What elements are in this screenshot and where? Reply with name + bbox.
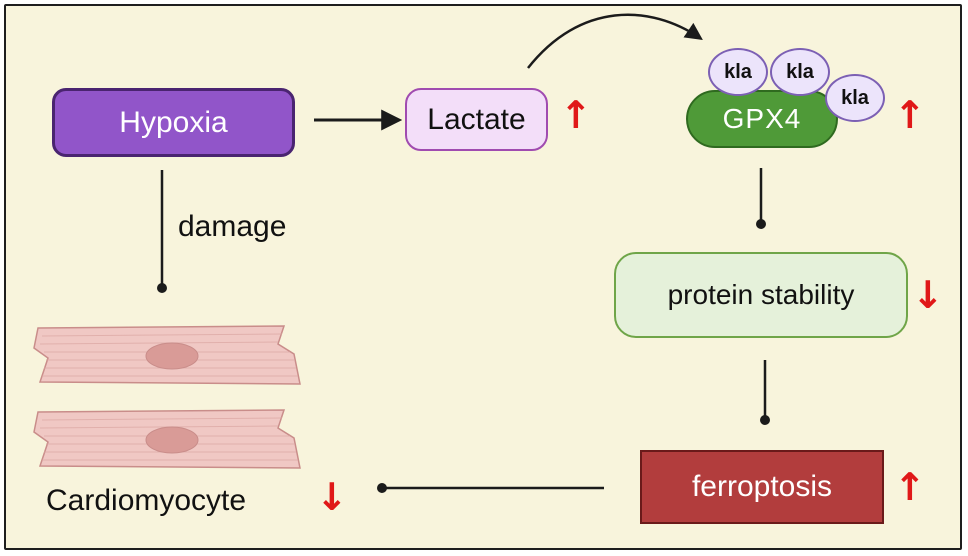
lactate-node: Lactate xyxy=(405,88,548,151)
lactate-increase-arrow-icon: ↑ xyxy=(560,93,592,137)
hypoxia-damage-dot xyxy=(157,283,167,293)
gpx4-label: GPX4 xyxy=(722,103,802,134)
protein-stability-label: protein stability xyxy=(667,279,855,310)
gpx4-increase-arrow-icon: ↑ xyxy=(894,93,926,137)
hypoxia-label: Hypoxia xyxy=(119,105,228,139)
kla-modification-bubble: kla xyxy=(825,74,885,122)
stability-decrease-arrow-icon: ↓ xyxy=(912,273,944,317)
damage-edge-label: damage xyxy=(178,210,287,243)
kla-modification-bubble: kla xyxy=(708,48,768,96)
lactate-to-gpx4-arrow xyxy=(527,13,703,69)
kla-label: kla xyxy=(724,60,752,83)
cardiomyocyte-cell-icon xyxy=(33,409,301,469)
kla-label: kla xyxy=(841,86,869,109)
stability-to-ferroptosis-dot xyxy=(760,415,770,425)
ferroptosis-increase-arrow-icon: ↑ xyxy=(894,465,926,509)
ferroptosis-node: ferroptosis xyxy=(640,450,884,524)
cardiomyocyte-cell-icon xyxy=(33,325,301,385)
lactate-label: Lactate xyxy=(427,102,526,136)
ferroptosis-to-cardio-dot xyxy=(377,483,387,493)
cardiomyocyte-decrease-arrow-icon: ↓ xyxy=(316,475,348,519)
kla-modification-bubble: kla xyxy=(770,48,830,96)
cardiomyocyte-label: Cardiomyocyte xyxy=(46,484,247,517)
kla-label: kla xyxy=(786,60,814,83)
gpx4-to-stability-dot xyxy=(756,219,766,229)
gpx4-node: GPX4 xyxy=(686,90,838,148)
protein-stability-node: protein stability xyxy=(614,252,908,338)
ferroptosis-label: ferroptosis xyxy=(691,470,833,503)
hypoxia-node: Hypoxia xyxy=(52,88,295,157)
